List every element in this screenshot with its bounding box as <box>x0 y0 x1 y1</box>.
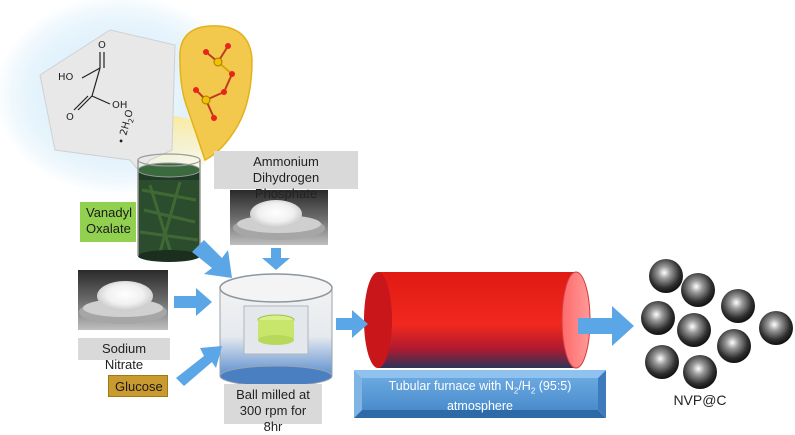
arrow-phosphate-to-mill <box>262 248 290 270</box>
vanadyl-oxalate-structure-bubble: HO O O OH • 2H2O <box>39 29 176 173</box>
product-sphere <box>681 273 715 307</box>
vanadyl-oxalate-label-line1: Vanadyl <box>86 205 133 220</box>
vanadyl-oxalate-label: Vanadyl Oxalate <box>80 202 136 242</box>
process-arrows <box>174 240 634 386</box>
product-sphere <box>641 301 675 335</box>
vanadyl-oxalate-beaker <box>137 153 201 262</box>
ball-mill <box>219 273 333 387</box>
chem-ho-label: HO <box>58 72 74 83</box>
arrow-beaker-to-mill <box>192 240 232 278</box>
product-sphere <box>677 313 711 347</box>
ball-mill-label: Ball milled at 300 rpm for 8hr <box>224 384 322 434</box>
product-sphere <box>717 329 751 363</box>
vanadyl-oxalate-label-line2: Oxalate <box>86 221 131 236</box>
product-sphere <box>721 289 755 323</box>
product-sphere <box>645 345 679 379</box>
arrow-sodium-nitrate-to-mill <box>174 288 212 316</box>
sodium-nitrate-label: Sodium Nitrate <box>78 338 170 372</box>
ammonium-phosphate-label: Ammonium Dihydrogen Phosphate <box>214 151 358 201</box>
tubular-furnace <box>364 271 591 369</box>
phosphate-structure-bubble <box>179 25 253 162</box>
glucose-label: Glucose <box>108 375 168 397</box>
arrow-furnace-to-product <box>578 306 634 346</box>
arrow-mill-to-furnace <box>336 310 368 338</box>
product-sphere <box>649 259 683 293</box>
ammonium-phosphate-label-line1: Ammonium Dihydrogen <box>252 154 320 185</box>
nvp-c-product-spheres <box>641 259 793 389</box>
sodium-nitrate-photo <box>78 270 168 330</box>
ammonium-phosphate-label-line2: Phosphate <box>254 186 318 201</box>
chem-o-top-label: O <box>98 40 106 51</box>
product-sphere <box>759 311 793 345</box>
arrow-glucose-to-mill <box>176 346 222 386</box>
ball-mill-label-line2: 300 rpm for 8hr <box>239 403 307 434</box>
furnace-label: Tubular furnace with N2/H2 (95:5) atmosp… <box>362 379 598 413</box>
furnace-label-panel <box>354 370 606 418</box>
product-sphere <box>683 355 717 389</box>
chem-o-bottom-label: O <box>66 112 74 123</box>
ball-mill-label-line1: Ball milled at <box>236 387 310 402</box>
ammonium-phosphate-photo <box>230 190 328 245</box>
product-label: NVP@C <box>673 392 727 408</box>
furnace-label-line1: Tubular furnace with N2/H2 (95:5) <box>388 379 572 396</box>
furnace-label-line2: atmosphere <box>446 398 513 413</box>
chem-oh-label: OH <box>112 100 127 111</box>
